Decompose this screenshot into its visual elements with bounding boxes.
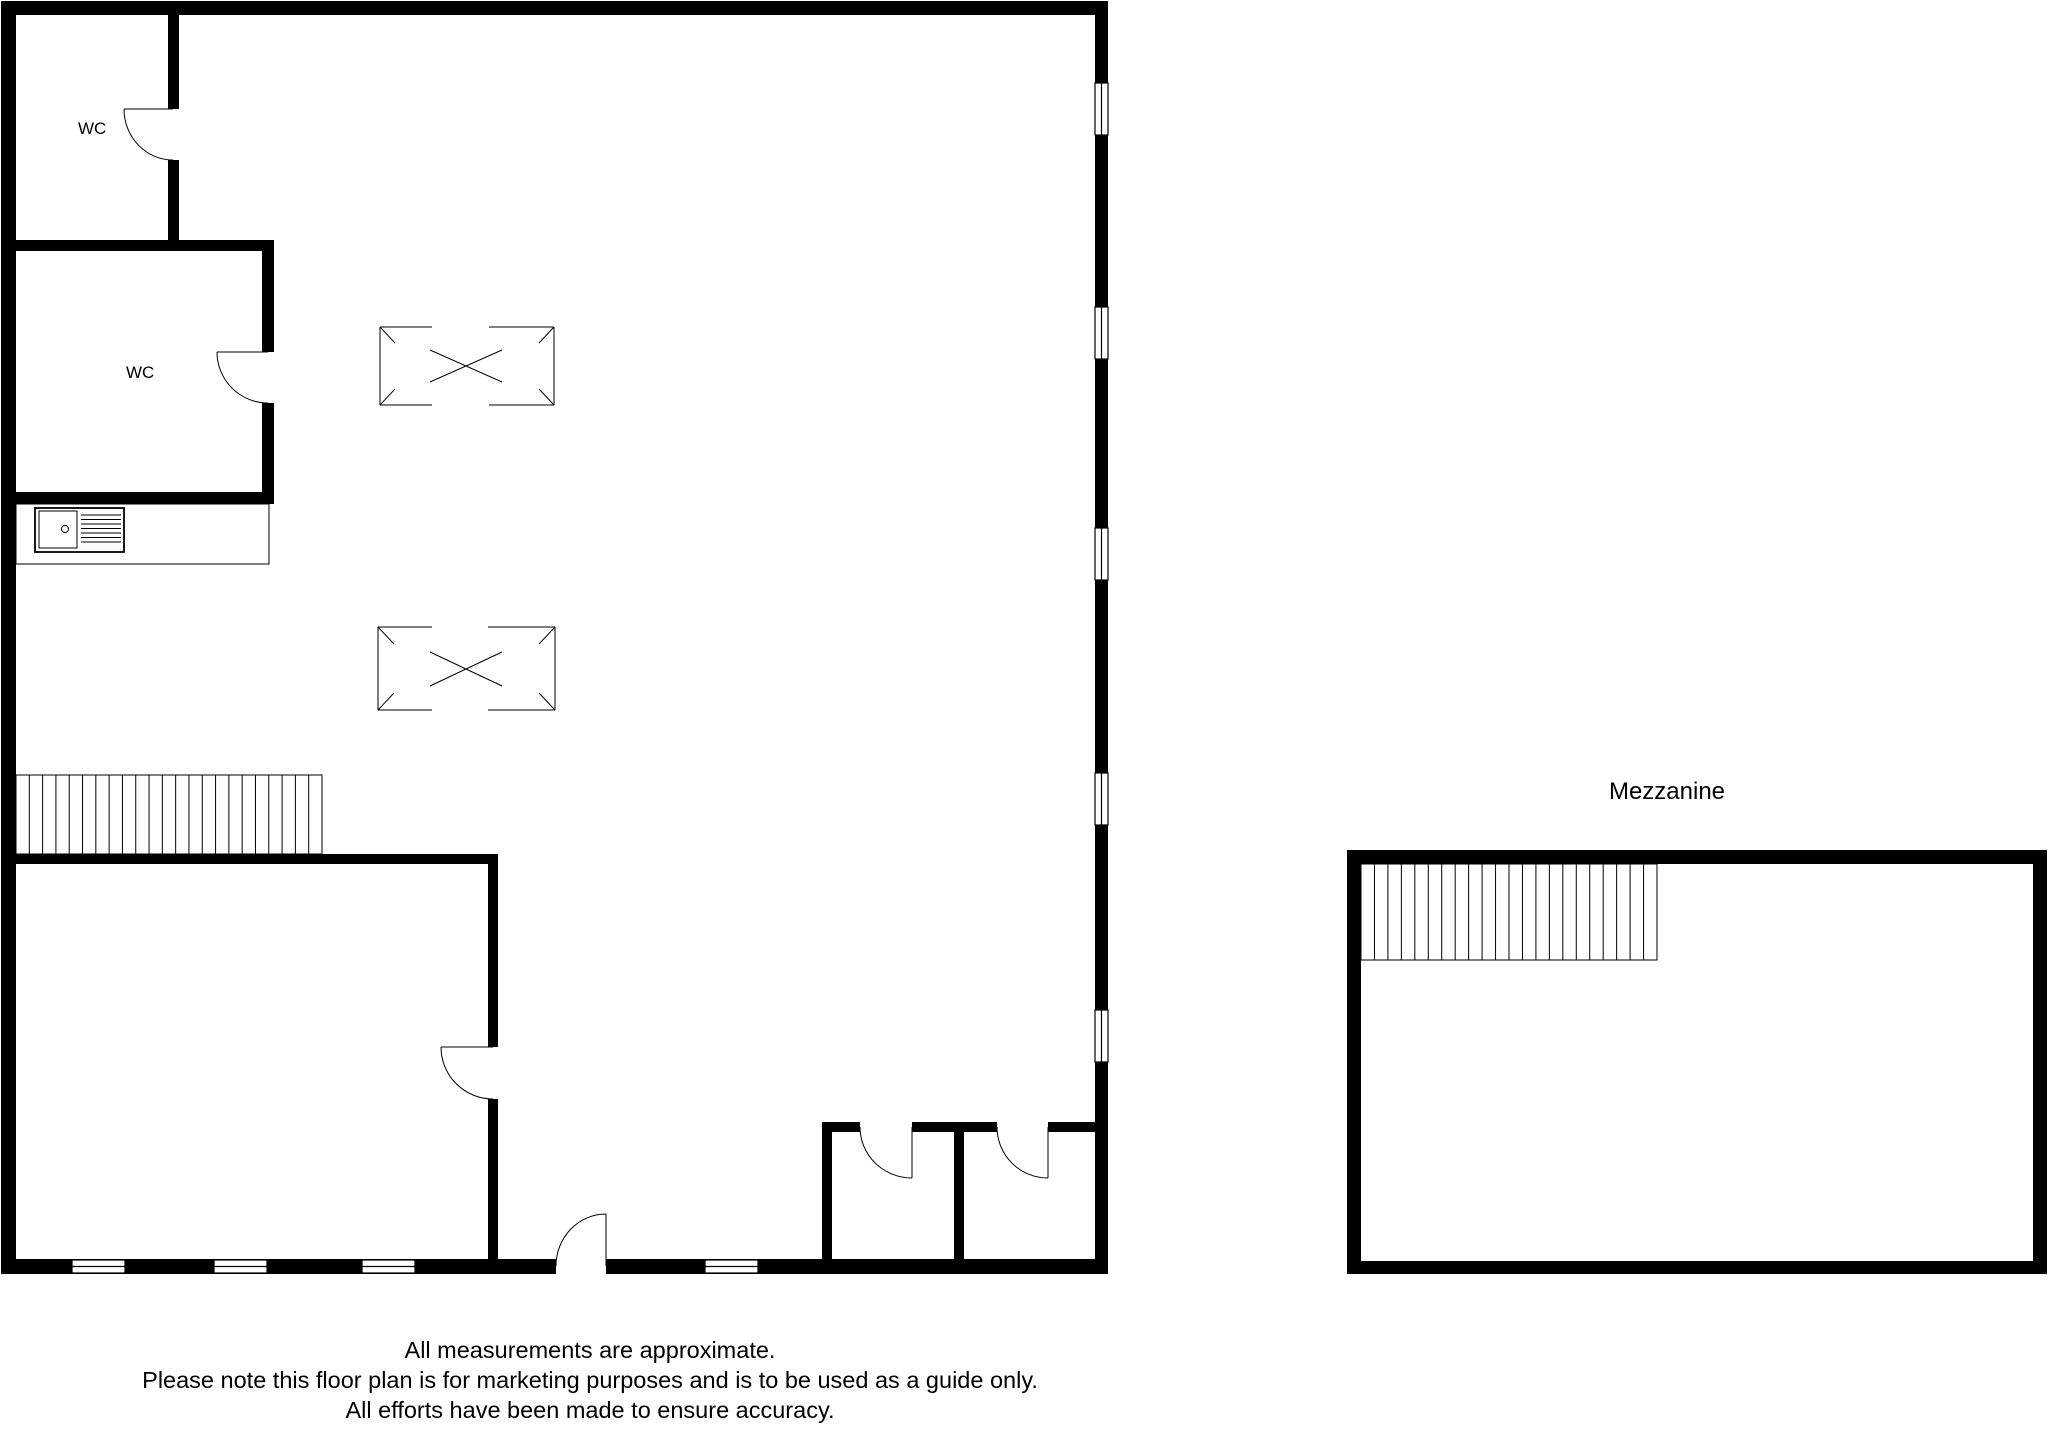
windows-bottom-wall <box>71 1259 759 1274</box>
door-entrance <box>555 1213 607 1267</box>
wc-lower-walls <box>1 240 274 504</box>
door-wc-lower <box>216 351 269 404</box>
windows-right-wall <box>1094 82 1109 1063</box>
window <box>704 1259 759 1274</box>
doors <box>123 108 1049 1267</box>
window <box>1094 82 1109 136</box>
cupboard-walls <box>822 1122 1108 1274</box>
door-cupboard-right <box>996 1126 1049 1179</box>
bottom-room-walls <box>1 854 498 1274</box>
window <box>1094 306 1109 360</box>
mezzanine-walls <box>1347 850 2047 1274</box>
window <box>1094 772 1109 826</box>
disclaimer-line: All efforts have been made to ensure acc… <box>345 1397 835 1423</box>
staircase <box>1360 863 1658 961</box>
disclaimer-line: All measurements are approximate. <box>404 1337 776 1363</box>
kitchen-counter <box>15 503 270 565</box>
disclaimer-line: Please note this floor plan is for marke… <box>142 1367 1038 1393</box>
window <box>361 1259 416 1274</box>
window <box>1094 527 1109 581</box>
disclaimer: All measurements are approximate. Please… <box>80 1335 1100 1425</box>
window <box>213 1259 268 1274</box>
room-label-wc-lower: WC <box>126 363 154 382</box>
room-label-wc-upper: WC <box>78 119 106 138</box>
sink-icon <box>34 507 125 553</box>
wc-upper-walls <box>1 1 274 251</box>
skylight-icon <box>377 626 556 711</box>
mezzanine-title: Mezzanine <box>1609 778 1725 805</box>
staircase <box>15 774 323 855</box>
skylight-icon <box>379 326 555 406</box>
ground-floor: WC WC <box>1 1 1109 1274</box>
door-bottom-room <box>440 1046 494 1100</box>
door-wc-upper <box>123 108 174 161</box>
door-cupboard-left <box>859 1126 913 1179</box>
window <box>1094 1009 1109 1063</box>
mezzanine-floor: Mezzanine <box>1347 778 2047 1274</box>
window <box>71 1259 126 1274</box>
